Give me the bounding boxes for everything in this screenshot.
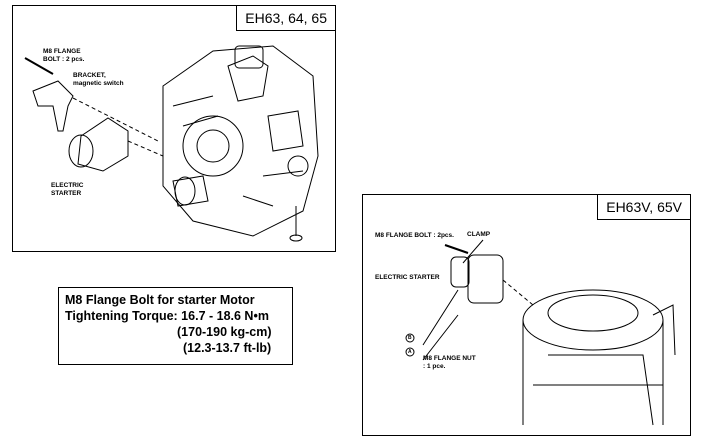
label-bracket: BRACKET, magnetic switch	[73, 72, 124, 87]
label-b: B	[408, 335, 412, 341]
engine-drawing	[24, 45, 319, 242]
panel-eh63v-65v: EH63V, 65V M8 FLANGE BOLT : 2pcs. CLAMP …	[362, 194, 691, 436]
label-a: A	[408, 349, 412, 355]
label-clamp: CLAMP	[467, 231, 491, 238]
horizontal-engine	[162, 45, 319, 242]
torque-line-3: (170-190 kg-cm)	[177, 325, 272, 339]
model-tag: EH63V, 65V	[597, 195, 690, 220]
torque-line-2: Tightening Torque: 16.7 - 18.6 N•m	[65, 309, 269, 323]
torque-line-1: M8 Flange Bolt for starter Motor	[65, 293, 255, 307]
label-m8-flange-nut: M8 FLANGE NUT : 1 pce.	[423, 355, 476, 370]
torque-spec-box: M8 Flange Bolt for starter Motor Tighten…	[58, 287, 293, 365]
torque-line-4: (12.3-13.7 ft-lb)	[183, 341, 272, 355]
panel-eh63-64-65: EH63, 64, 65 M8 FLANGE BOLT : 2 pcs. BRA…	[12, 5, 336, 252]
vertical-engine	[522, 289, 676, 426]
label-m8-flange-bolt: M8 FLANGE BOLT : 2pcs.	[375, 232, 454, 239]
label-electric-starter: ELECTRIC STARTER	[51, 182, 84, 197]
label-electric-starter: ELECTRIC STARTER	[375, 274, 440, 281]
starter-and-fasteners	[422, 239, 534, 361]
label-m8-flange-bolt: M8 FLANGE BOLT : 2 pcs.	[43, 48, 85, 63]
model-tag: EH63, 64, 65	[236, 6, 335, 31]
vertical-engine-drawing	[405, 239, 676, 426]
bolt-bracket-starter	[24, 57, 164, 172]
